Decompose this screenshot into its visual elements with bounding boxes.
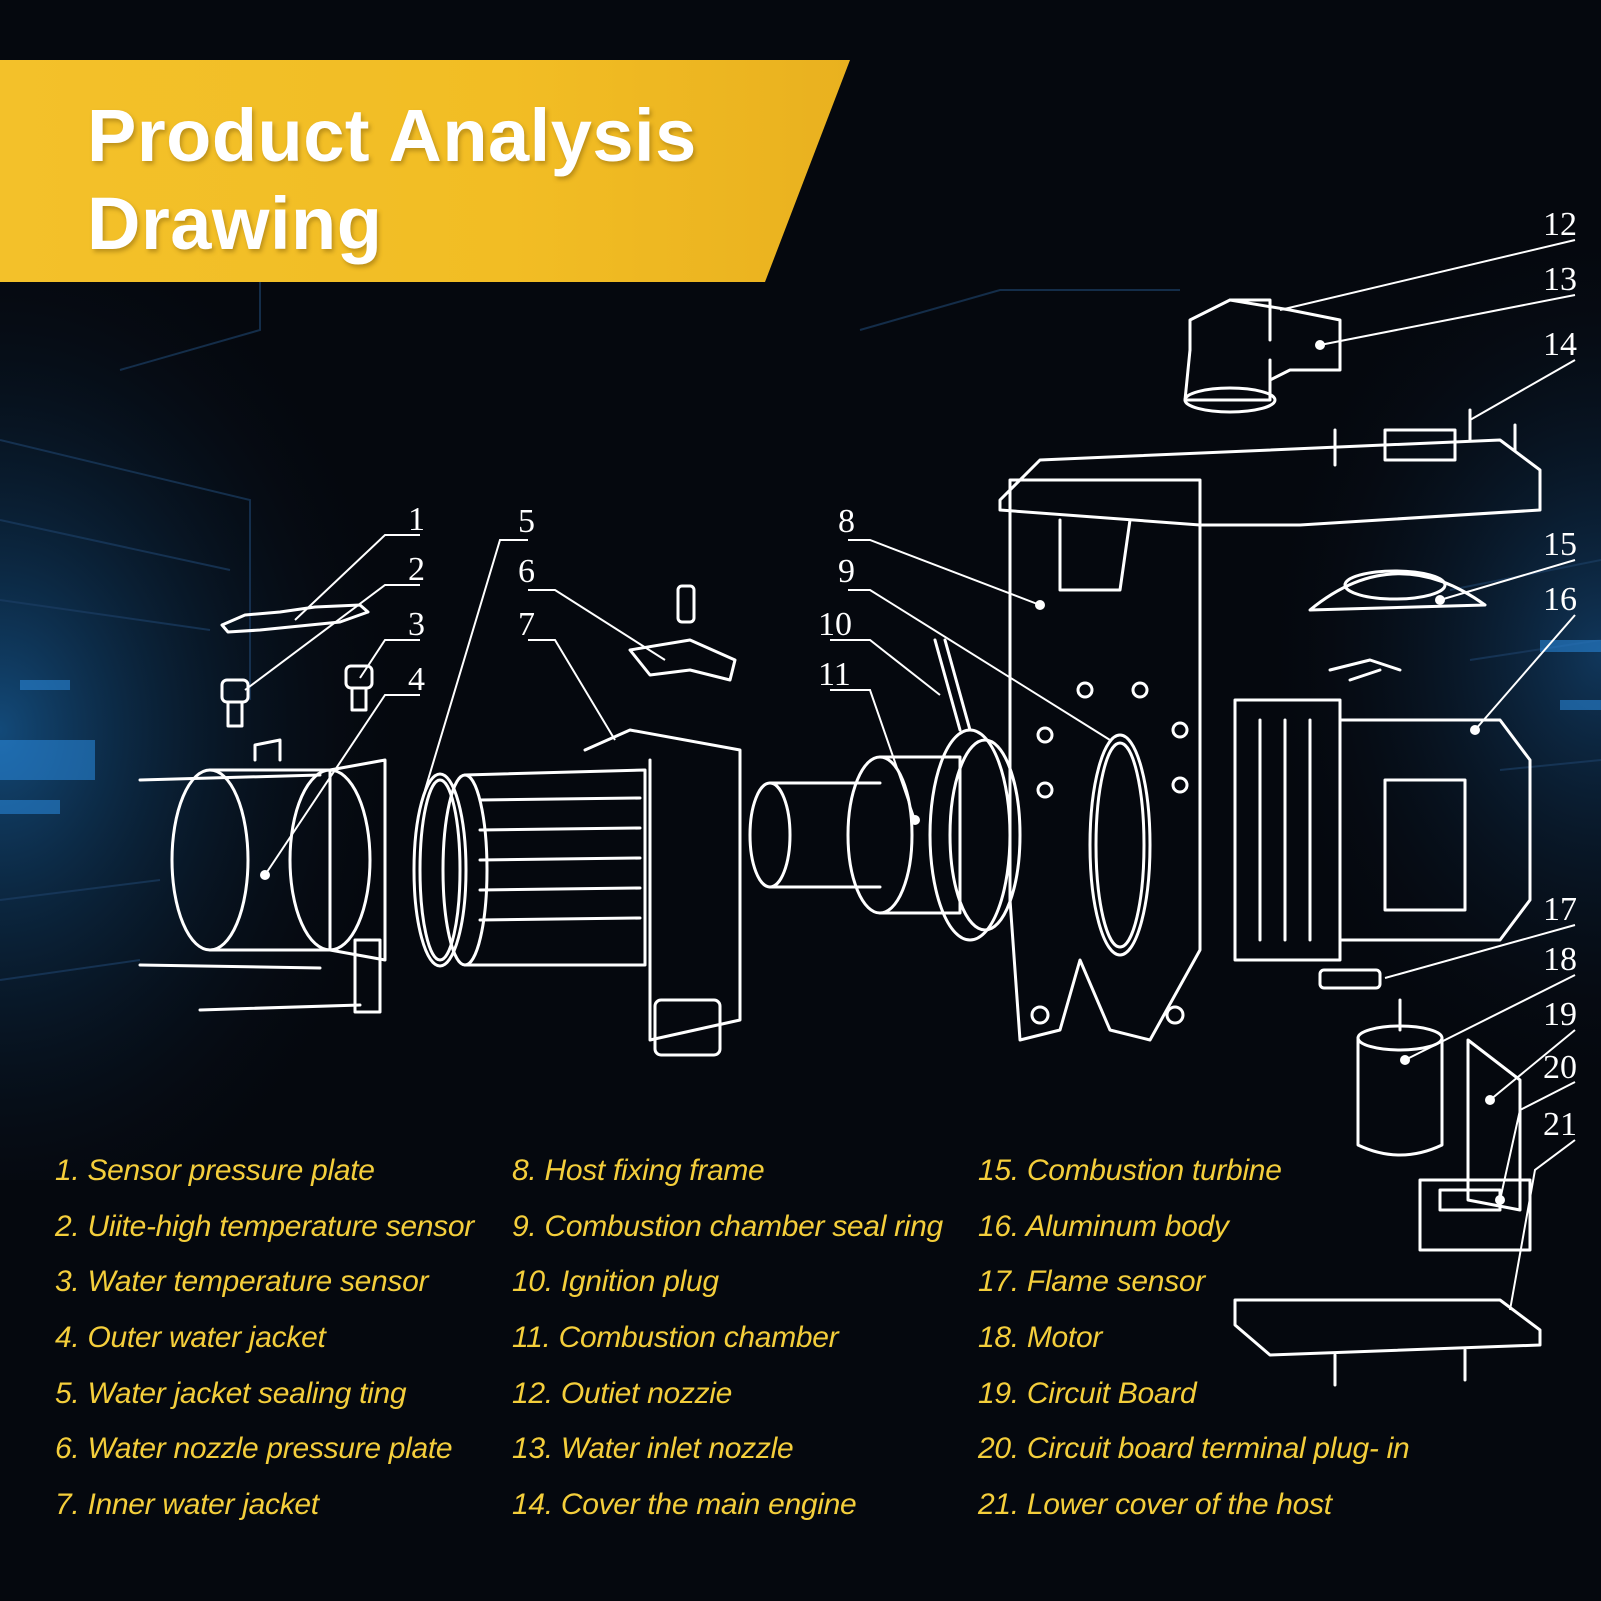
legend-item: 18. Motor xyxy=(978,1321,1103,1355)
callout-15: 15 xyxy=(1543,526,1577,563)
title-line-2: Drawing xyxy=(87,182,383,265)
part-combustion-chamber-seal-ring xyxy=(1088,733,1152,957)
callout-6: 6 xyxy=(518,553,535,590)
callout-16: 16 xyxy=(1543,581,1577,618)
legend-item: 11. Combustion chamber xyxy=(512,1321,839,1355)
legend-item: 16. Aluminum body xyxy=(978,1209,1229,1243)
callout-9: 9 xyxy=(838,553,855,590)
legend-item: 19. Circuit Board xyxy=(978,1376,1197,1410)
legend-item: 10. Ignition plug xyxy=(512,1265,719,1299)
part-water-temperature-sensor xyxy=(344,664,374,712)
page-title: Product Analysis Drawing xyxy=(87,92,807,268)
part-combustion-turbine xyxy=(1308,569,1487,612)
legend-column-3: 15. Combustion turbine 16. Aluminum body… xyxy=(978,1143,1410,1533)
part-water-jacket-sealing-ring xyxy=(412,772,468,968)
title-banner xyxy=(0,60,850,282)
part-high-temperature-sensor xyxy=(220,678,250,728)
callout-18: 18 xyxy=(1543,941,1577,978)
part-combustion-chamber xyxy=(748,728,1022,942)
callout-dots xyxy=(260,340,1505,1205)
part-circuit-board xyxy=(1466,1038,1522,1212)
callout-12: 12 xyxy=(1543,206,1577,243)
callout-leader-lines xyxy=(244,239,1576,1311)
callout-8: 8 xyxy=(838,503,855,540)
part-sensor-pressure-plate xyxy=(220,603,370,634)
part-aluminum-body xyxy=(1233,658,1532,962)
callout-17: 17 xyxy=(1543,891,1577,928)
callout-10: 10 xyxy=(818,606,852,643)
callout-11: 11 xyxy=(818,656,851,693)
callout-2: 2 xyxy=(408,551,425,588)
legend-item: 14. Cover the main engine xyxy=(512,1488,857,1522)
callout-4: 4 xyxy=(408,661,425,698)
legend-item: 12. Outiet nozzie xyxy=(512,1376,733,1410)
part-outlet-inlet-nozzles xyxy=(1183,298,1342,414)
part-motor xyxy=(1356,998,1444,1157)
callout-13: 13 xyxy=(1543,261,1577,298)
legend-item: 15. Combustion turbine xyxy=(978,1154,1282,1187)
legend-column-2: 8. Host fixing frame 9. Combustion chamb… xyxy=(512,1143,943,1533)
legend-item: 7. Inner water jacket xyxy=(55,1488,319,1522)
title-line-1: Product Analysis xyxy=(87,94,697,177)
part-outer-water-jacket xyxy=(138,738,387,1014)
legend-item: 9. Combustion chamber seal ring xyxy=(512,1209,943,1243)
part-cover-main-engine xyxy=(998,408,1542,527)
legend-item: 20. Circuit board terminal plug- in xyxy=(978,1432,1410,1466)
callout-19: 19 xyxy=(1543,996,1577,1033)
part-ignition-plug xyxy=(933,638,972,732)
callout-7: 7 xyxy=(518,606,535,643)
legend-item: 8. Host fixing frame xyxy=(512,1154,765,1187)
part-inner-water-jacket xyxy=(441,728,742,1057)
callout-20: 20 xyxy=(1543,1049,1577,1086)
part-water-nozzle-pressure-plate xyxy=(628,584,737,682)
legend-item: 17. Flame sensor xyxy=(978,1265,1205,1299)
legend-item: 13. Water inlet nozzle xyxy=(512,1432,794,1466)
callout-21: 21 xyxy=(1543,1106,1577,1143)
part-host-fixing-frame xyxy=(1008,478,1202,1042)
legend-column-1: 1. Sensor pressure plate 2. Uiite-high t… xyxy=(55,1143,474,1533)
legend-item: 6. Water nozzle pressure plate xyxy=(55,1432,453,1466)
legend-item: 1. Sensor pressure plate xyxy=(55,1154,375,1187)
callout-1: 1 xyxy=(408,501,425,538)
callout-3: 3 xyxy=(408,606,425,643)
callout-14: 14 xyxy=(1543,326,1577,363)
part-lower-cover-host xyxy=(1233,1298,1542,1387)
callout-5: 5 xyxy=(518,503,535,540)
legend-item: 21. Lower cover of the host xyxy=(978,1488,1332,1522)
legend-item: 4. Outer water jacket xyxy=(55,1321,326,1355)
part-circuit-board-terminal xyxy=(1418,1178,1532,1252)
legend-item: 5. Water jacket sealing ting xyxy=(55,1376,407,1410)
callout-numbers: 1 2 3 4 5 6 7 8 9 10 11 12 13 14 15 16 1… xyxy=(408,206,1577,1143)
legend-item: 2. Uiite-high temperature sensor xyxy=(55,1209,474,1243)
legend-item: 3. Water temperature sensor xyxy=(55,1265,429,1299)
part-flame-sensor xyxy=(1318,968,1382,990)
